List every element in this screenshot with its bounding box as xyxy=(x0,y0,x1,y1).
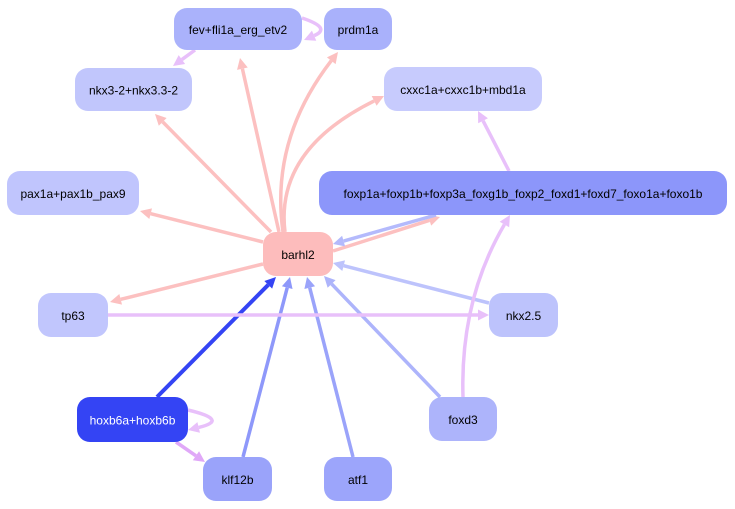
node-box[interactable] xyxy=(7,171,139,215)
arrowhead xyxy=(110,294,123,305)
node-cxxc1a[interactable]: cxxc1a+cxxc1b+mbd1a xyxy=(384,67,542,111)
edge-foxd3-to-foxp1a xyxy=(461,215,510,398)
edge-hoxb6a-to-klf12b xyxy=(175,440,205,462)
edge-fev-to-nkx3 xyxy=(173,48,197,66)
edge-nkx2_5-to-barhl2 xyxy=(333,260,490,305)
edge-line xyxy=(240,68,281,233)
arrowhead xyxy=(281,277,293,290)
arrowhead xyxy=(140,208,153,220)
node-fev[interactable]: fev+fli1a_erg_etv2 xyxy=(174,8,302,50)
node-foxp1a[interactable]: foxp1a+foxp1b+foxp3a_foxg1b_foxp2_foxd1+… xyxy=(319,171,727,215)
edge-line xyxy=(332,218,431,253)
node-label: prdm1a xyxy=(338,23,379,37)
node-pax1a[interactable]: pax1a+pax1b_pax9 xyxy=(7,171,139,215)
node-label: foxp1a+foxp1b+foxp3a_foxg1b_foxp2_foxd1+… xyxy=(344,187,703,201)
edge-foxd3-to-barhl2 xyxy=(324,276,442,399)
arrowhead xyxy=(264,277,276,289)
arrowhead xyxy=(478,309,489,321)
edge-line xyxy=(461,223,506,398)
node-box[interactable] xyxy=(384,67,542,111)
nodes-layer: fev+fli1a_erg_etv2 prdm1a nkx3-2+nkx3.3-2 c… xyxy=(7,8,727,501)
node-box[interactable] xyxy=(77,397,188,442)
arrowhead xyxy=(326,52,338,65)
edge-barhl2-to-nkx3 xyxy=(155,114,273,234)
arrowhead xyxy=(371,95,384,106)
arrowhead xyxy=(237,58,248,70)
node-box[interactable] xyxy=(203,457,272,501)
edge-line xyxy=(279,59,333,233)
node-box[interactable] xyxy=(263,232,333,276)
arrowhead xyxy=(173,55,186,66)
node-nkx3[interactable]: nkx3-2+nkx3.3-2 xyxy=(75,68,192,111)
arrowhead xyxy=(333,235,346,247)
arrowhead xyxy=(478,111,488,124)
edge-line xyxy=(343,213,437,243)
arrowhead xyxy=(333,260,346,272)
node-box[interactable] xyxy=(324,457,392,501)
edge-foxp1a-to-barhl2 xyxy=(333,213,437,247)
edge-line xyxy=(161,120,273,234)
node-label: atf1 xyxy=(348,473,368,487)
node-barhl2[interactable]: barhl2 xyxy=(263,232,333,276)
node-label: tp63 xyxy=(61,309,85,323)
node-label: nkx3-2+nkx3.3-2 xyxy=(89,84,178,98)
arrowhead xyxy=(324,276,336,288)
edge-atf1-to-barhl2 xyxy=(304,277,355,458)
edge-line xyxy=(282,99,375,233)
edge-tp63-to-nkx2_5 xyxy=(108,309,489,321)
edge-line xyxy=(120,262,264,302)
edge-line xyxy=(481,119,511,172)
node-label: hoxb6a+hoxb6b xyxy=(90,414,176,428)
node-label: klf12b xyxy=(221,473,253,487)
node-box[interactable] xyxy=(429,397,497,441)
edges-layer xyxy=(108,16,511,462)
node-hoxb6a[interactable]: hoxb6a+hoxb6b xyxy=(77,397,188,442)
arrowhead xyxy=(304,30,317,41)
edge-line xyxy=(155,283,270,399)
node-tp63[interactable]: tp63 xyxy=(38,293,108,337)
edge-line xyxy=(241,287,289,458)
node-label: barhl2 xyxy=(281,248,315,262)
node-box[interactable] xyxy=(489,293,558,337)
node-nkx2_5[interactable]: nkx2.5 xyxy=(489,293,558,337)
edge-hoxb6a-to-hoxb6a xyxy=(187,408,214,433)
edge-barhl2-to-fev xyxy=(237,58,281,233)
node-box[interactable] xyxy=(38,293,108,337)
arrowhead xyxy=(188,422,200,433)
edge-line xyxy=(187,408,214,430)
arrowhead xyxy=(304,277,316,290)
edge-barhl2-to-foxp1a xyxy=(332,215,440,253)
node-box[interactable] xyxy=(174,8,302,50)
edge-foxp1a-to-cxxc1a xyxy=(478,111,511,172)
node-label: pax1a+pax1b_pax9 xyxy=(20,187,125,201)
node-klf12b[interactable]: klf12b xyxy=(203,457,272,501)
arrowhead xyxy=(192,451,205,462)
edge-barhl2-to-prdm1a xyxy=(279,52,338,233)
edge-barhl2-to-cxxc1a xyxy=(282,95,384,233)
node-box[interactable] xyxy=(324,8,392,50)
edge-hoxb6a-to-barhl2 xyxy=(155,277,276,399)
edge-line xyxy=(308,287,355,458)
edge-barhl2-to-pax1a xyxy=(140,208,264,244)
edge-line xyxy=(175,440,197,458)
arrowhead xyxy=(155,114,167,126)
node-box[interactable] xyxy=(319,171,727,215)
edge-line xyxy=(343,264,490,305)
arrowhead xyxy=(499,215,510,228)
edge-line xyxy=(180,48,197,61)
edge-barhl2-to-tp63 xyxy=(110,262,264,305)
node-label: nkx2.5 xyxy=(506,309,542,323)
node-atf1[interactable]: atf1 xyxy=(324,457,392,501)
node-label: fev+fli1a_erg_etv2 xyxy=(189,23,288,37)
node-foxd3[interactable]: foxd3 xyxy=(429,397,497,441)
edge-line xyxy=(301,16,323,38)
node-box[interactable] xyxy=(75,68,192,111)
node-label: foxd3 xyxy=(448,413,478,427)
node-prdm1a[interactable]: prdm1a xyxy=(324,8,392,50)
edge-line xyxy=(150,211,264,244)
node-label: cxxc1a+cxxc1b+mbd1a xyxy=(400,83,526,97)
edge-prdm1a-to-fev xyxy=(301,16,323,41)
edge-line xyxy=(330,282,442,399)
